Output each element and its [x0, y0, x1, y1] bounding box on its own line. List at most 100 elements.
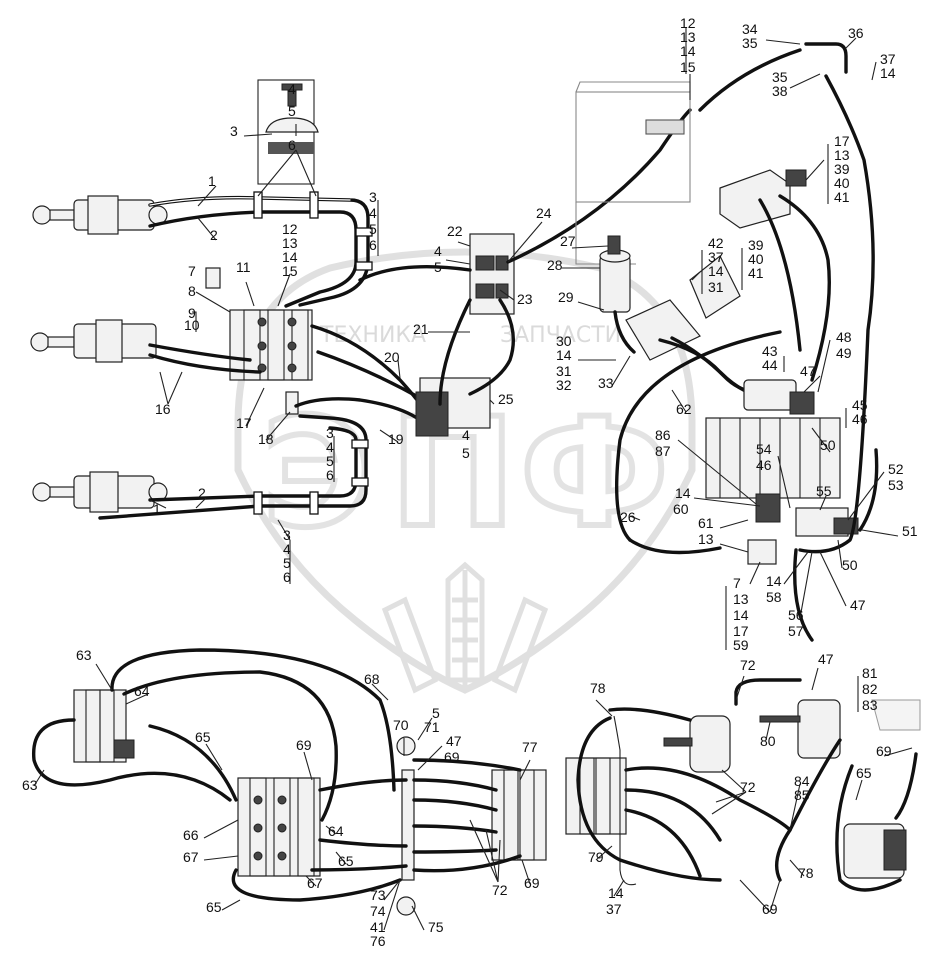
upper-right-assembly [575, 42, 879, 642]
part-label: 5 [434, 259, 442, 275]
part-label: 6 [369, 237, 377, 253]
hose-16 [148, 353, 262, 374]
part-label: 58 [766, 589, 782, 605]
hose-72 [734, 678, 802, 706]
part-label: 67 [307, 875, 323, 891]
box-39 [719, 169, 807, 229]
hose-78 [576, 716, 722, 882]
part-label: 7 [188, 263, 196, 279]
part-label: 76 [370, 933, 386, 949]
part-label: 47 [800, 363, 816, 379]
part-label: 15 [680, 59, 696, 75]
part-label: 5 [326, 453, 334, 469]
part-label: 14 [766, 573, 782, 589]
part-label: 3 [369, 189, 377, 205]
lower-right-assembly [565, 678, 921, 892]
hydraulic-cylinder-middle [30, 319, 157, 363]
part-label: 12 [680, 15, 696, 31]
accumulator-80 [663, 699, 841, 773]
filter-28 [599, 235, 631, 313]
part-label: 14 [880, 65, 896, 81]
part-label: 14 [675, 485, 691, 501]
hose-box-39 [758, 198, 802, 352]
part-label: 14 [733, 607, 749, 623]
part-label: 8 [188, 283, 196, 299]
upper-left-assembly [30, 79, 432, 520]
part-label: 3 [283, 527, 291, 543]
hose-manifold-5 [412, 854, 522, 873]
part-label: 4 [434, 243, 442, 259]
part-label: 50 [820, 437, 836, 453]
part-label: 41 [834, 189, 850, 205]
part-label: 64 [328, 823, 344, 839]
hose-23 [438, 298, 472, 406]
part-label: 21 [413, 321, 429, 337]
part-label: 69 [296, 737, 312, 753]
part-label: 5 [462, 445, 470, 461]
part-label: 63 [22, 777, 38, 793]
hose-78b [608, 707, 692, 722]
part-label: 61 [698, 515, 714, 531]
part-label: 32 [556, 377, 572, 393]
part-label: 31 [556, 363, 572, 379]
part-label: 4 [288, 81, 296, 97]
part-label: 18 [258, 431, 274, 447]
hose-right-1 [624, 766, 792, 832]
part-label: 5 [432, 705, 440, 721]
part-label: 36 [848, 25, 864, 41]
part-label: 5 [283, 555, 291, 571]
part-label: 69 [876, 743, 892, 759]
hose-center-b [468, 298, 516, 396]
hose-19 [294, 397, 422, 422]
part-label: 63 [76, 647, 92, 663]
part-label: 35 [742, 35, 758, 51]
manifold-77 [491, 769, 547, 861]
hose-right-3 [624, 808, 702, 878]
hose-56 [793, 548, 814, 642]
part-label: 1 [153, 501, 161, 517]
leader-lines [33, 28, 913, 931]
watermark-wheat-icon [381, 561, 549, 694]
part-label: 15 [282, 263, 298, 279]
part-label: 19 [388, 431, 404, 447]
part-label: 14 [708, 263, 724, 279]
part-label: 73 [370, 887, 386, 903]
part-label: 47 [850, 597, 866, 613]
valve-63 [73, 689, 135, 763]
part-label: 72 [740, 779, 756, 795]
part-label: 6 [283, 569, 291, 585]
part-label: 65 [856, 765, 872, 781]
part-label: 47 [818, 651, 834, 667]
part-label: 4 [326, 439, 334, 455]
lower-left-assembly [32, 648, 547, 916]
hose-2-bottom [148, 426, 358, 502]
manifold-79 [565, 757, 627, 835]
part-label: 4 [462, 427, 470, 443]
hydraulic-cylinder-bottom [32, 471, 168, 513]
part-label: 39 [834, 161, 850, 177]
manifold-bar [396, 736, 416, 916]
hose-64 [122, 670, 338, 822]
part-label: 42 [708, 235, 724, 251]
part-label: 66 [183, 827, 199, 843]
hose-26 [614, 330, 782, 542]
hose-box-39b [778, 194, 831, 382]
part-label: 72 [740, 657, 756, 673]
hose-21 [316, 350, 422, 400]
part-label: 39 [748, 237, 764, 253]
hose-69-right [894, 752, 918, 820]
hose-manifold-2 [412, 798, 498, 812]
part-label: 40 [748, 251, 764, 267]
part-label: 4 [369, 205, 377, 221]
bracket-22 [469, 233, 515, 315]
part-label: 45 [852, 397, 868, 413]
part-label: 3 [326, 425, 334, 441]
part-label: 37 [606, 901, 622, 917]
part-label: 68 [364, 671, 380, 687]
watermark-letter-f: Ф [520, 387, 669, 561]
part-label: 9 [188, 305, 196, 321]
part-label: 28 [547, 257, 563, 273]
part-label: 22 [447, 223, 463, 239]
part-label: 13 [282, 235, 298, 251]
